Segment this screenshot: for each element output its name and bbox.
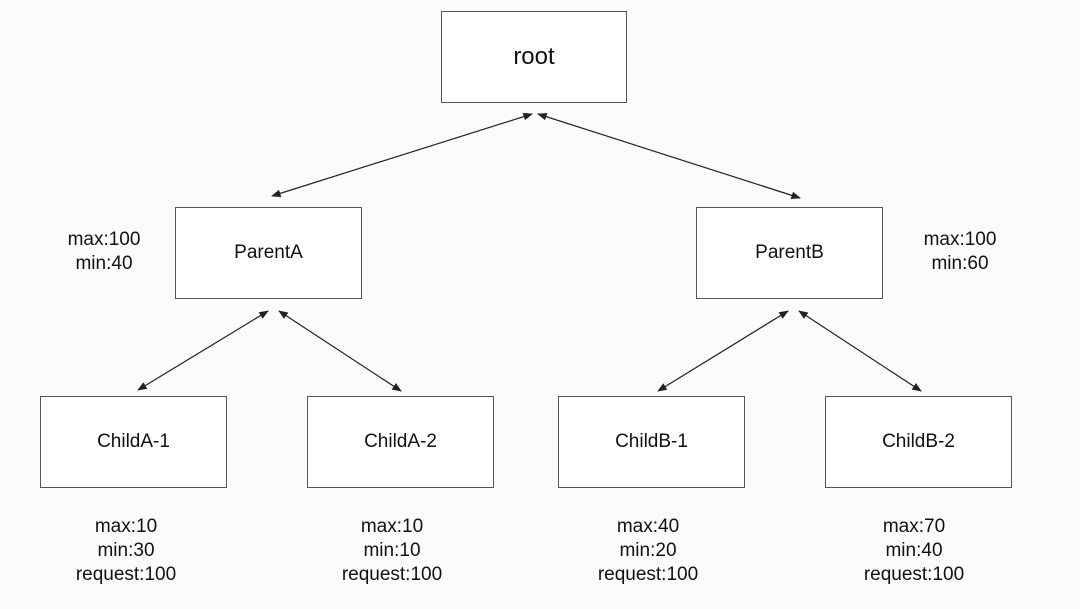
node-root: root: [441, 11, 627, 103]
quota-request: request:100: [863, 564, 965, 585]
quota-request: request:100: [341, 564, 443, 585]
quota-label-child-b1: max:40 min:20 request:100: [573, 515, 723, 587]
quota-min: min:30: [97, 540, 155, 561]
quota-min: min:60: [931, 253, 989, 274]
quota-request: request:100: [75, 564, 177, 585]
quota-max: max:10: [94, 516, 158, 537]
node-child-a1: ChildA-1: [40, 396, 227, 488]
node-parent-b: ParentB: [696, 207, 883, 299]
quota-label-child-a1: max:10 min:30 request:100: [51, 515, 201, 587]
quota-min: min:20: [619, 540, 677, 561]
edge-parent-b-child-b1: [657, 310, 789, 392]
edge-parent-a-child-a1: [137, 310, 269, 391]
edge-parent-b-child-b2: [798, 310, 922, 392]
edge-root-parent-a: [271, 112, 533, 198]
quota-label-parent-b: max:100 min:60: [900, 228, 1020, 276]
quota-max: max:70: [882, 516, 946, 537]
quota-min: min:40: [885, 540, 943, 561]
quota-min: min:40: [75, 253, 133, 274]
node-child-b2: ChildB-2: [825, 396, 1012, 488]
quota-label-child-b2: max:70 min:40 request:100: [839, 515, 989, 587]
quota-label-child-a2: max:10 min:10 request:100: [317, 515, 467, 587]
quota-max: max:100: [67, 229, 141, 250]
edge-parent-a-child-a2: [278, 310, 402, 392]
quota-request: request:100: [597, 564, 699, 585]
node-child-a2: ChildA-2: [307, 396, 494, 488]
quota-max: max:10: [360, 516, 424, 537]
node-parent-a: ParentA: [175, 207, 362, 299]
quota-label-parent-a: max:100 min:40: [44, 228, 164, 276]
quota-max: max:100: [923, 229, 997, 250]
node-child-b1: ChildB-1: [558, 396, 745, 488]
quota-max: max:40: [616, 516, 680, 537]
quota-min: min:10: [363, 540, 421, 561]
edge-root-parent-b: [537, 112, 801, 200]
